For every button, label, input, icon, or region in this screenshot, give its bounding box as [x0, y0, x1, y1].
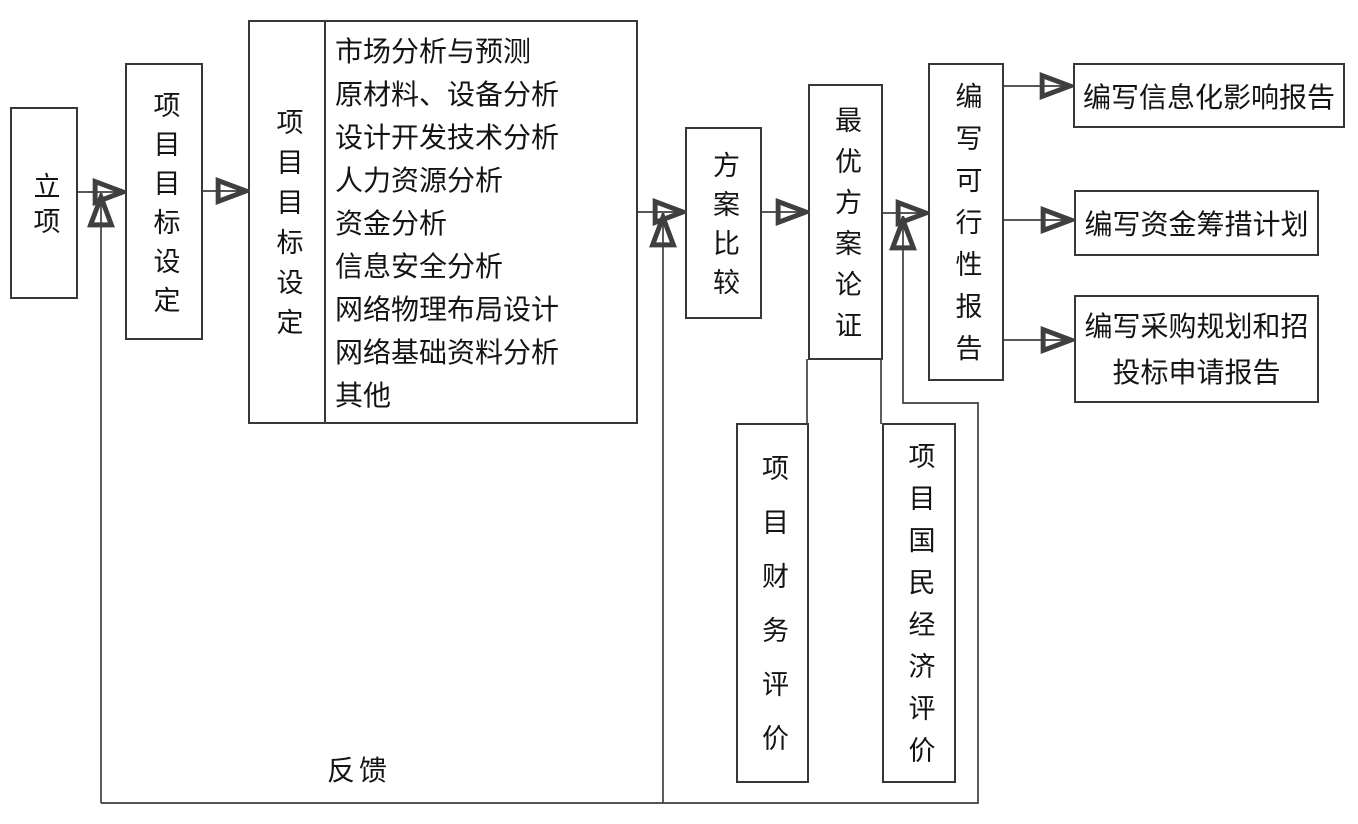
analysis-item: 设计开发技术分析 — [335, 122, 560, 153]
node-project-initiation: 立项 — [10, 107, 78, 299]
node-info-impact-report-label: 编写信息化影响报告 — [1082, 81, 1335, 113]
goal-detail-side-column: 项目目标设定 — [250, 22, 326, 422]
node-project-initiation-label: 立项 — [29, 172, 60, 242]
node-funding-plan-label: 编写资金筹措计划 — [1084, 209, 1309, 240]
goal-detail-side-label: 项目目标设定 — [272, 108, 303, 348]
node-financial-evaluation-label: 项目财务评价 — [758, 454, 788, 778]
analysis-item: 人力资源分析 — [335, 165, 504, 196]
analysis-item: 市场分析与预测 — [335, 36, 532, 67]
analysis-item: 网络基础资料分析 — [335, 337, 560, 368]
node-feasibility-report: 编写可行性报告 — [928, 63, 1004, 381]
node-financial-evaluation: 项目财务评价 — [736, 423, 809, 783]
node-goal-detail: 项目目标设定 市场分析与预测 原材料、设备分析 设计开发技术分析 人力资源分析 … — [248, 20, 638, 424]
feedback-label: 反馈 — [327, 755, 392, 786]
node-funding-plan: 编写资金筹措计划 — [1074, 190, 1319, 256]
node-optimal-scheme-label: 最优方案论证 — [831, 106, 861, 352]
node-scheme-comparison: 方案比较 — [685, 127, 762, 319]
node-goal-setting-label: 项目目标设定 — [149, 90, 180, 325]
analysis-item: 其他 — [335, 380, 392, 411]
node-optimal-scheme-demonstration: 最优方案论证 — [808, 84, 883, 360]
node-national-economic-evaluation: 项目国民经济评价 — [882, 423, 956, 783]
analysis-item: 信息安全分析 — [335, 251, 504, 282]
node-scheme-comparison-label: 方案比较 — [709, 151, 739, 307]
node-national-economic-evaluation-label: 项目国民经济评价 — [904, 442, 935, 778]
analysis-item: 网络物理布局设计 — [335, 294, 560, 325]
analysis-item: 资金分析 — [335, 208, 448, 239]
node-feasibility-report-label: 编写可行性报告 — [951, 82, 982, 376]
node-procurement-bidding-report-label: 编写采购规划和招投标申请报告 — [1084, 311, 1309, 388]
node-goal-setting: 项目目标设定 — [125, 63, 203, 340]
analysis-item-list: 市场分析与预测 原材料、设备分析 设计开发技术分析 人力资源分析 资金分析 信息… — [326, 22, 636, 422]
node-info-impact-report: 编写信息化影响报告 — [1073, 63, 1345, 128]
node-procurement-bidding-report: 编写采购规划和招投标申请报告 — [1074, 295, 1319, 403]
analysis-item: 原材料、设备分析 — [335, 79, 560, 110]
